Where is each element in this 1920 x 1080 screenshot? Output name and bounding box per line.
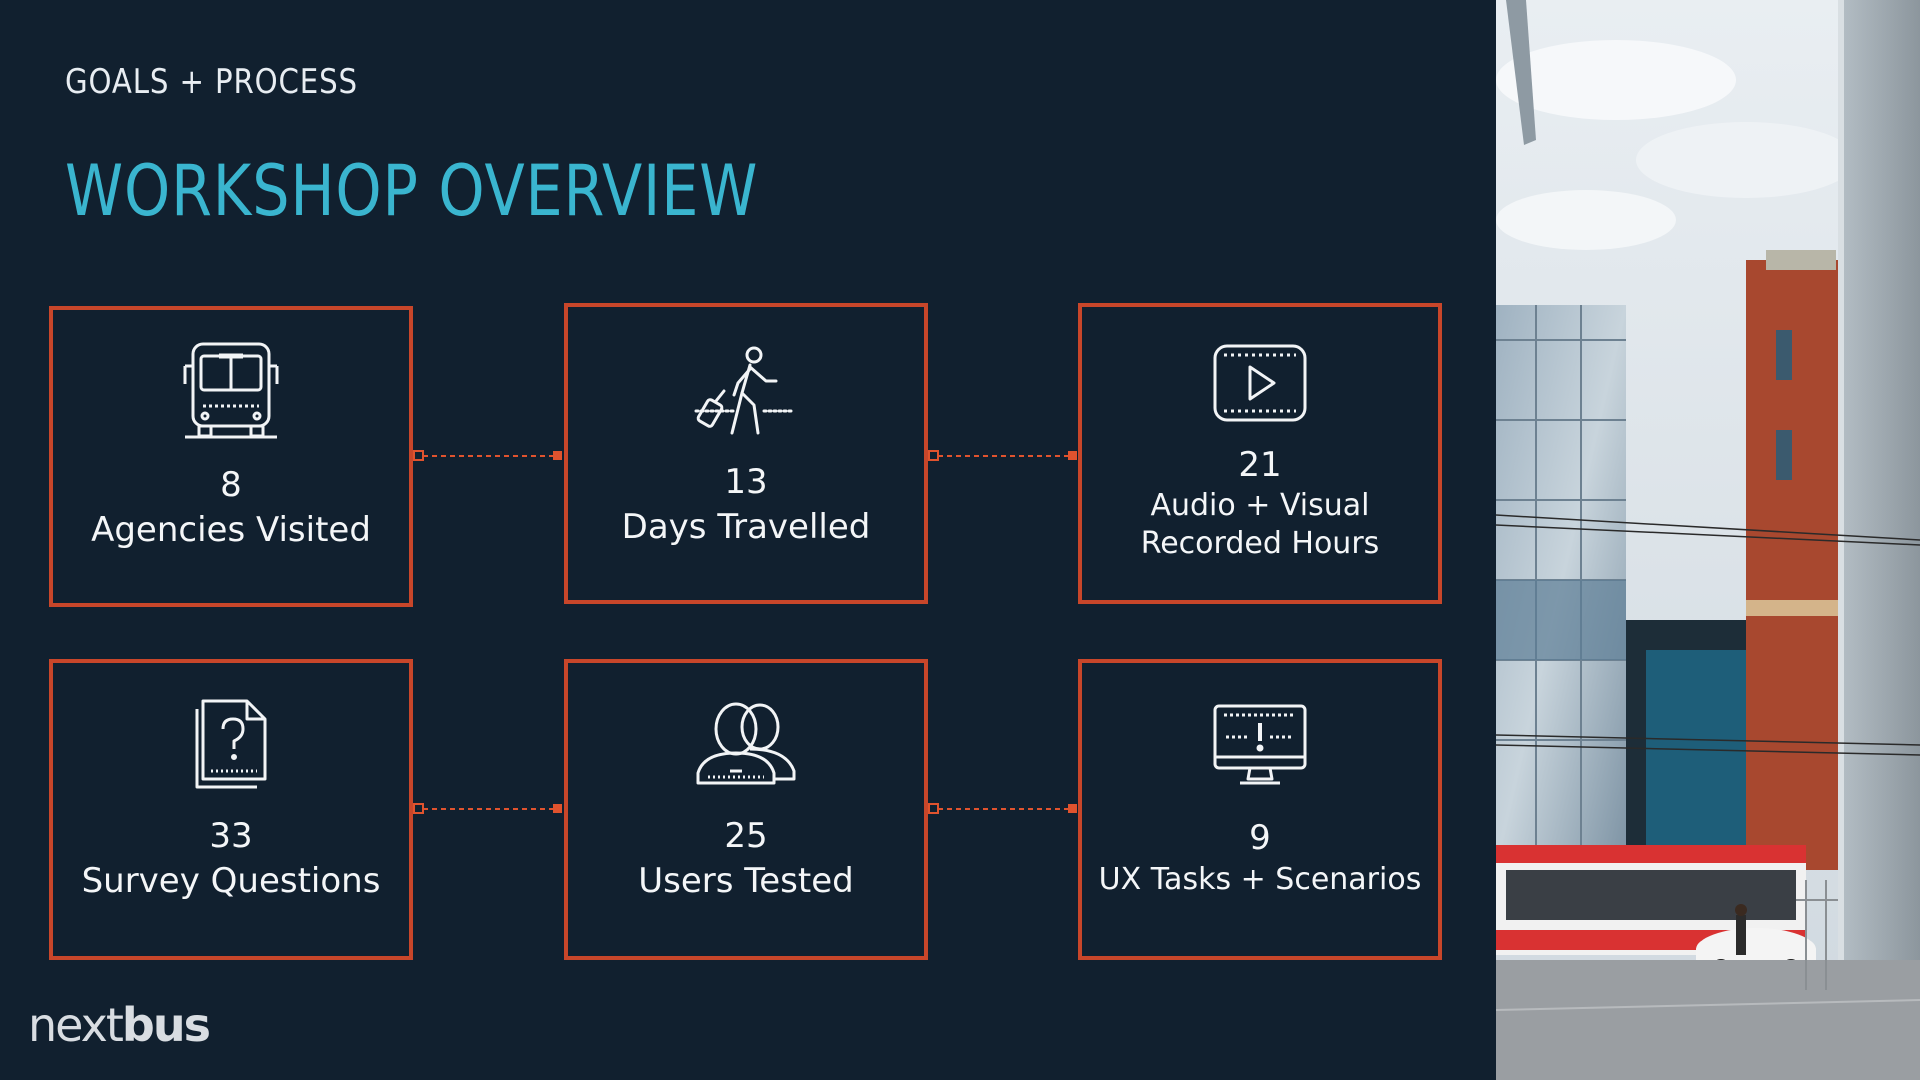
card-recorded-hours: 21 Audio + Visual Recorded Hours bbox=[1078, 303, 1442, 604]
card-number: 8 bbox=[220, 465, 242, 505]
users-icon bbox=[694, 699, 798, 785]
logo-part-next: next bbox=[28, 998, 124, 1052]
card-number: 25 bbox=[724, 816, 768, 856]
logo-part-bus: bus bbox=[121, 998, 211, 1052]
card-label-line1: Audio + Visual bbox=[1150, 488, 1370, 523]
card-ux-tasks: 9 UX Tasks + Scenarios bbox=[1078, 659, 1442, 960]
card-number: 33 bbox=[209, 816, 253, 856]
monitor-alert-icon bbox=[1212, 703, 1308, 787]
card-users: 25 Users Tested bbox=[564, 659, 928, 960]
card-days: 13 Days Travelled bbox=[564, 303, 928, 604]
slide-title: WORKSHOP OVERVIEW bbox=[65, 150, 759, 232]
card-number: 13 bbox=[724, 462, 768, 502]
slide: GOALS + PROCESS WORKSHOP OVERVIEW 8 Agen… bbox=[28, 62, 1442, 1052]
card-label: Agencies Visited bbox=[91, 510, 371, 550]
connector-line bbox=[413, 802, 563, 816]
card-label-line2: Recorded Hours bbox=[1140, 526, 1380, 561]
card-number: 21 bbox=[1238, 445, 1282, 485]
video-play-icon bbox=[1212, 343, 1308, 423]
card-agencies: 8 Agencies Visited bbox=[49, 306, 413, 607]
card-label: Survey Questions bbox=[81, 861, 381, 901]
card-label: Days Travelled bbox=[621, 507, 871, 547]
traveller-icon bbox=[694, 345, 798, 437]
bus-icon bbox=[181, 338, 281, 440]
connector-line bbox=[928, 449, 1078, 463]
card-number: 9 bbox=[1249, 818, 1271, 858]
street-photo bbox=[1496, 0, 1920, 1080]
card-label: UX Tasks + Scenarios bbox=[1098, 862, 1422, 897]
card-survey: 33 Survey Questions bbox=[49, 659, 413, 960]
card-label: Users Tested bbox=[638, 861, 854, 901]
question-document-icon bbox=[193, 699, 269, 789]
connector-line bbox=[928, 802, 1078, 816]
section-kicker: GOALS + PROCESS bbox=[65, 62, 358, 102]
connector-line bbox=[413, 449, 563, 463]
nextbus-logo: nextbus bbox=[28, 998, 211, 1052]
